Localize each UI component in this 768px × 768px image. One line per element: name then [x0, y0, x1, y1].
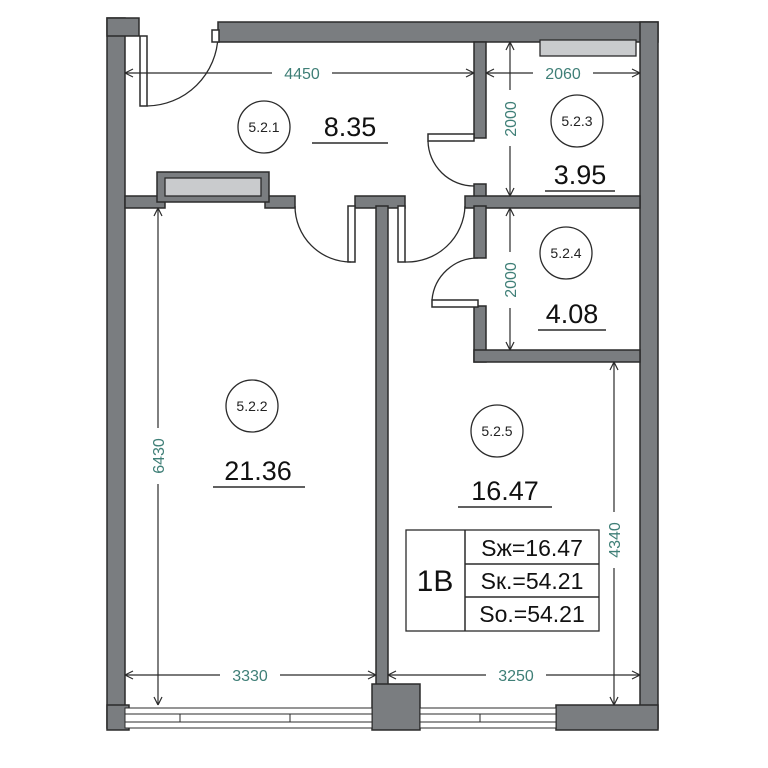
dimension-labels: 4450 2060 2000 2000 6430 3330 3250 4340	[149, 64, 624, 685]
area-summary-table: 1B Sж=16.47 Sк.=54.21 So.=54.21	[405, 529, 600, 632]
doors	[139, 29, 479, 308]
room-bath: 5.2.3 3.95	[545, 94, 615, 192]
room-id: 5.2.3	[561, 113, 592, 129]
dim-living-height: 6430	[151, 438, 168, 474]
room-id: 5.2.1	[248, 119, 279, 135]
dim-bath-width: 2060	[545, 66, 581, 83]
room-kitchen: 5.2.5 16.47	[458, 404, 552, 508]
dim-kitchen-height: 4340	[607, 522, 624, 558]
total-area-o-value: So.=54.21	[479, 601, 585, 627]
room-id: 5.2.5	[481, 423, 512, 439]
dim-living-width: 3330	[232, 668, 268, 685]
room-area: 3.95	[554, 160, 607, 190]
room-id: 5.2.2	[236, 398, 267, 414]
dim-kitchen-width: 3250	[498, 668, 534, 685]
room-living: 5.2.2 21.36	[213, 379, 305, 488]
dim-wc-height: 2000	[503, 262, 520, 298]
room-area: 8.35	[324, 112, 377, 142]
dim-bath-height: 2000	[503, 101, 520, 137]
walls	[106, 17, 659, 731]
living-area-value: Sж=16.47	[481, 535, 583, 561]
apartment-label: 1B	[417, 565, 454, 598]
room-wc: 5.2.4 4.08	[538, 226, 606, 331]
total-area-k-value: Sк.=54.21	[481, 568, 584, 594]
room-area: 21.36	[224, 456, 292, 486]
room-area: 4.08	[546, 299, 599, 329]
room-id: 5.2.4	[550, 245, 581, 261]
room-hall: 5.2.1 8.35	[237, 100, 388, 154]
dim-hall-width: 4450	[284, 66, 320, 83]
windows	[124, 707, 557, 729]
room-area: 16.47	[471, 476, 539, 506]
